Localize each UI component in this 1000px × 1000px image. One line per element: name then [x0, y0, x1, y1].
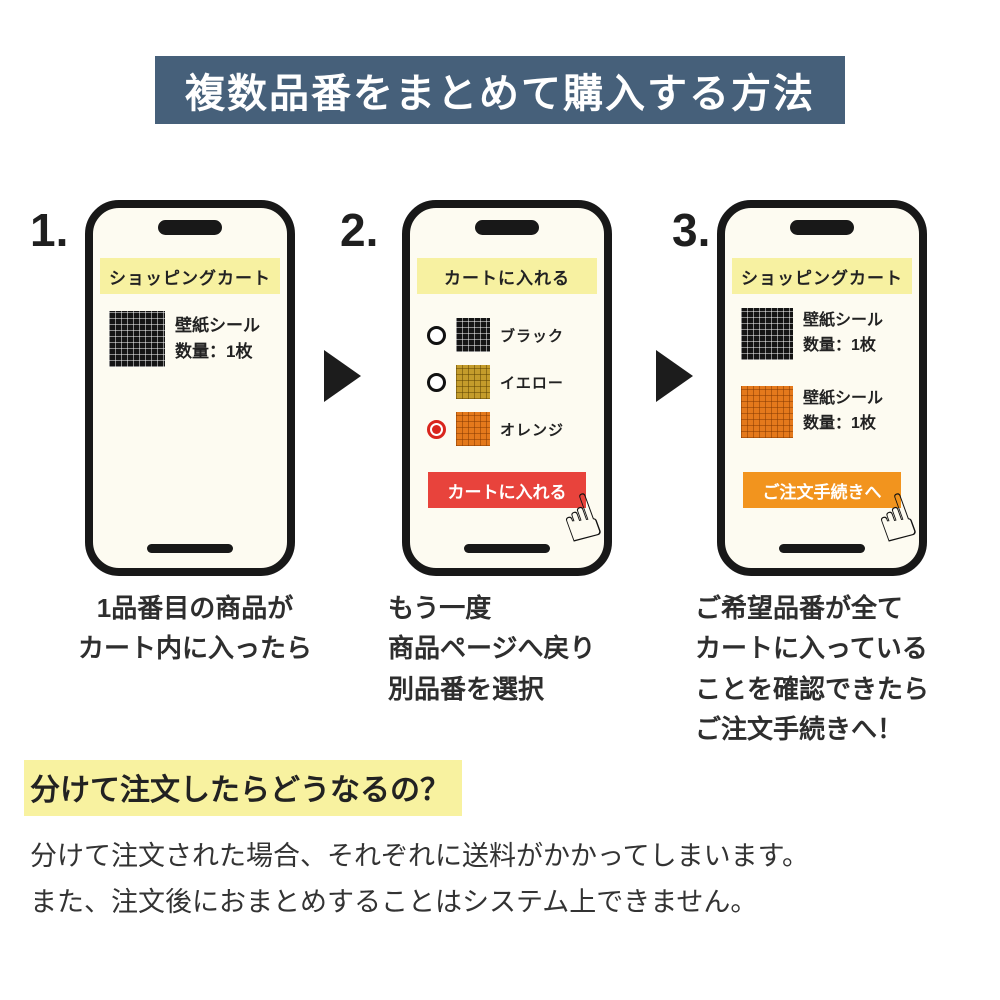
item-qty: 数量：1枚: [803, 415, 876, 432]
item-name: 壁紙シール: [803, 312, 884, 330]
option-label: オレンジ: [500, 421, 565, 439]
step-1-caption: 1品番目の商品が カート内に入ったら: [77, 593, 312, 664]
step-3-number: 3.: [672, 204, 711, 256]
item-name: 壁紙シール: [175, 315, 260, 335]
phone-home-indicator: [779, 544, 865, 553]
cart-item-text: 壁紙シール 数量：1枚: [803, 309, 883, 359]
item-qty: 数量：1枚: [175, 342, 253, 361]
phone-notch: [790, 220, 854, 235]
checkout-button: ご注文手続きへ: [743, 472, 901, 508]
cart-item-text: 壁紙シール 数量：1枚: [175, 313, 260, 366]
step-2-number: 2.: [340, 204, 379, 256]
add-to-cart-button: カートに入れる: [428, 472, 586, 508]
color-option-orange: オレンジ: [427, 412, 564, 446]
arrow-right-icon: [324, 350, 361, 402]
yellow-grid-swatch: [456, 365, 490, 399]
phone-step-1: ショッピングカート 壁紙シール 数量：1枚: [85, 200, 295, 576]
faq-body-text: 分けて注文された場合、それぞれに送料がかかってしまいます。 また、注文後におまと…: [30, 841, 809, 917]
black-grid-swatch: [741, 308, 793, 360]
cart-screen-title: ショッピングカート: [732, 258, 912, 294]
arrow-right-icon: [656, 350, 693, 402]
phone-step-2: カートに入れる ブラック イエロー オレンジ カートに入れる ☝: [402, 200, 612, 576]
hand-cursor-icon: ☝: [550, 477, 611, 560]
color-option-yellow: イエロー: [427, 365, 564, 399]
hand-cursor-icon: ☝: [865, 477, 926, 560]
phone-home-indicator: [147, 544, 233, 553]
item-qty: 数量：1枚: [803, 337, 876, 354]
cart-item-row: 壁紙シール 数量：1枚: [741, 386, 883, 438]
radio-unselected-icon: [427, 372, 446, 392]
banner-title: 複数品番をまとめて購入する方法: [185, 72, 815, 116]
black-grid-swatch: [456, 318, 490, 352]
step-1-number: 1.: [30, 204, 69, 256]
item-name: 壁紙シール: [803, 390, 884, 408]
cart-screen-title: ショッピングカート: [100, 258, 280, 294]
phone-notch: [158, 220, 222, 235]
cart-item-row: 壁紙シール 数量：1枚: [109, 311, 260, 367]
cart-item-row: 壁紙シール 数量：1枚: [741, 308, 883, 360]
orange-grid-swatch: [741, 386, 793, 438]
faq-heading: 分けて注文したらどうなるの？: [24, 760, 462, 816]
color-option-black: ブラック: [427, 318, 564, 352]
step-3-caption: ご希望品番が全て カートに入っている ことを確認できたら ご注文手続きへ！: [695, 593, 930, 744]
option-label: ブラック: [500, 327, 565, 345]
phone-step-3: ショッピングカート 壁紙シール 数量：1枚 壁紙シール 数量：1枚 ご注文手続き…: [717, 200, 927, 576]
black-grid-swatch: [109, 311, 165, 367]
orange-grid-swatch: [456, 412, 490, 446]
title-banner: 複数品番をまとめて購入する方法: [155, 56, 845, 124]
phone-notch: [475, 220, 539, 235]
add-to-cart-screen-title: カートに入れる: [417, 258, 597, 294]
radio-selected-icon: [427, 419, 446, 439]
step-2-caption: もう一度 商品ページへ戻り 別品番を選択: [388, 593, 596, 704]
cart-item-text: 壁紙シール 数量：1枚: [803, 387, 883, 437]
option-label: イエロー: [500, 374, 564, 392]
radio-unselected-icon: [427, 325, 446, 345]
phone-home-indicator: [464, 544, 550, 553]
